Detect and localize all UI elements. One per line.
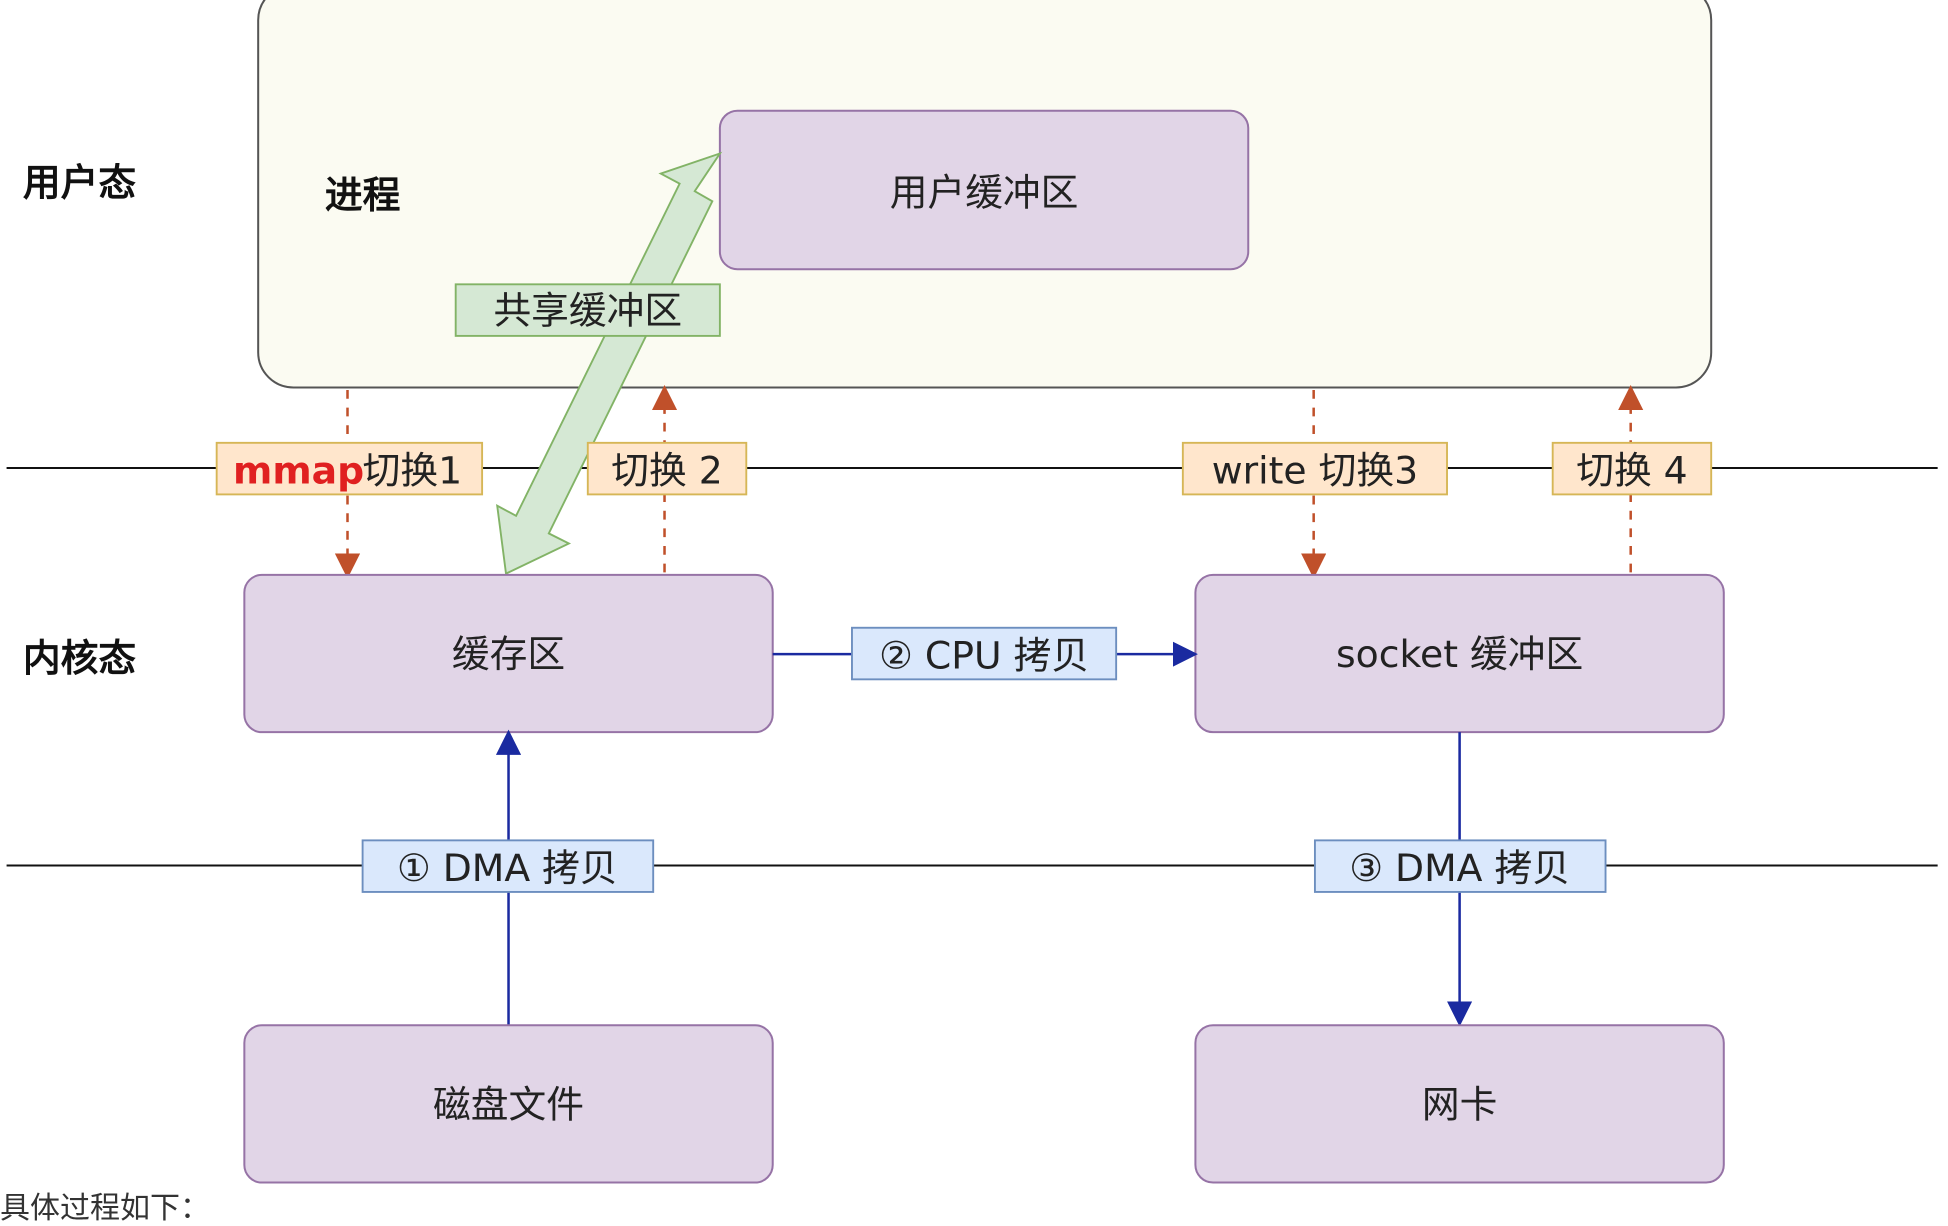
switch1-label: 切换1 <box>363 449 462 493</box>
cpu-copy-box <box>851 626 1118 681</box>
switch3-box <box>1181 441 1448 496</box>
shared-buffer-box <box>454 283 721 337</box>
switch3-label: write 切换3 <box>1212 449 1418 493</box>
switch4-box <box>1551 441 1713 496</box>
process-label: 进程 <box>325 173 400 217</box>
disk-file-label: 磁盘文件 <box>433 1083 584 1127</box>
switch1-mmap-label: mmap <box>233 449 364 493</box>
disk-file-box <box>243 1024 774 1184</box>
kernel-mode-label: 内核态 <box>23 636 136 680</box>
footer-text: 具体过程如下： <box>0 1191 210 1226</box>
dma-copy1-label: ① DMA 拷贝 <box>397 846 618 890</box>
dma-copy3-box <box>1313 839 1607 893</box>
cpu-copy-label: ② CPU 拷贝 <box>879 633 1089 677</box>
dma-copy3-label: ③ DMA 拷贝 <box>1349 846 1570 890</box>
socket-buffer-label: socket 缓冲区 <box>1336 632 1583 676</box>
switch2-label: 切换 2 <box>611 449 722 493</box>
shared-buffer-label: 共享缓冲区 <box>493 289 682 333</box>
dma-copy1-box <box>361 839 655 893</box>
nic-label: 网卡 <box>1422 1083 1497 1127</box>
user-buffer-box <box>718 109 1250 271</box>
switch1-box <box>215 441 484 496</box>
nic-box <box>1194 1024 1725 1184</box>
page-cache-label: 缓存区 <box>452 632 565 676</box>
user-buffer-label: 用户缓冲区 <box>890 170 1079 214</box>
switch2-box <box>586 441 748 496</box>
shared-mapping-arrow <box>496 151 723 576</box>
switch4-label: 切换 4 <box>1576 449 1687 493</box>
user-mode-label: 用户态 <box>23 160 136 204</box>
